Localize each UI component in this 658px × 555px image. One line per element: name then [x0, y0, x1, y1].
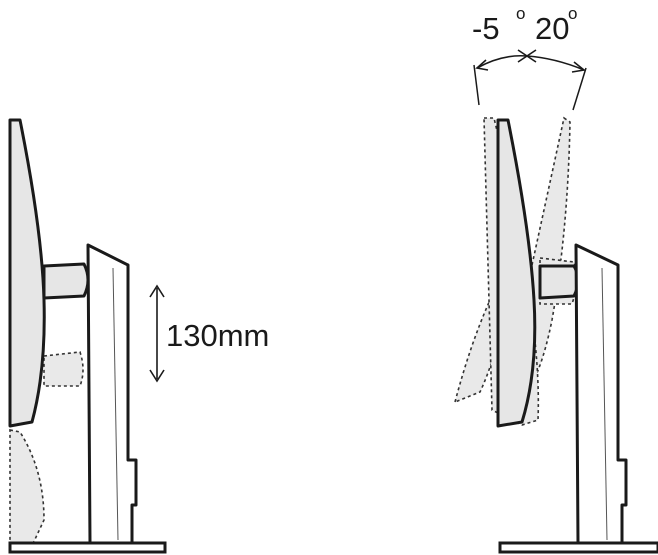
tilt-adjustment-view: -5 o 20 o	[453, 4, 658, 554]
tilt-backward-label: 20	[535, 11, 569, 46]
height-range-label: 130mm	[166, 318, 269, 353]
stand-hinge	[42, 262, 90, 300]
tilt-backward-degree: o	[568, 4, 577, 23]
hinge-lowered-ghost	[43, 351, 84, 387]
monitor-panel-right	[496, 118, 537, 428]
tilt-guide-line-back	[572, 67, 587, 111]
stand-base-right	[498, 541, 658, 554]
height-arrow-icon	[149, 284, 165, 383]
tilt-guide-line-forward	[473, 64, 480, 106]
stand-base	[8, 541, 167, 554]
tilt-arrows-icon	[475, 49, 586, 73]
stand-column-right	[574, 243, 628, 545]
stand-column	[86, 243, 138, 545]
stand-column-inner-line	[112, 267, 119, 541]
tilt-forward-degree: o	[516, 4, 525, 23]
tilt-forward-label: -5	[472, 11, 500, 46]
stand-column-inner-line-right	[601, 267, 608, 541]
monitor-panel	[8, 118, 46, 428]
height-adjustment-view: 130mm	[8, 118, 269, 554]
monitor-panel-lowered-ghost	[9, 429, 45, 553]
stand-hinge-right	[538, 264, 580, 300]
